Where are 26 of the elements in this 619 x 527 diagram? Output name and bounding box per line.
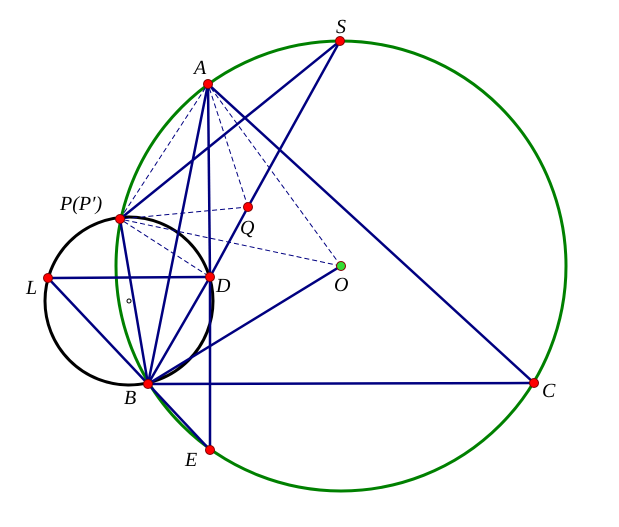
line-segment (148, 88, 208, 380)
labeled-point: O (334, 261, 348, 296)
line-segment (52, 276, 206, 280)
labeled-point: A (194, 57, 213, 89)
line-segment (211, 210, 247, 274)
labeled-point: C (529, 378, 556, 402)
dashed-line (123, 220, 207, 276)
line-segment (151, 267, 338, 383)
dashed-line (124, 219, 338, 266)
labeled-point: D (205, 272, 230, 297)
line-segment (50, 280, 146, 382)
line-segment (208, 282, 212, 446)
line-segment (122, 42, 338, 218)
line-segment (152, 382, 530, 386)
line-segment (206, 88, 212, 273)
line-segment (210, 86, 532, 381)
labeled-point: S (335, 16, 346, 46)
labeled-point: B (124, 379, 153, 409)
labeled-point: L (26, 273, 53, 299)
line-segment (149, 280, 209, 381)
line-segment (150, 386, 208, 448)
line-segment (249, 44, 339, 204)
line-segment (120, 223, 148, 380)
labeled-point: E (185, 445, 215, 471)
labeled-point: Q (240, 202, 254, 239)
labeled-point: P(P′) (60, 193, 125, 224)
